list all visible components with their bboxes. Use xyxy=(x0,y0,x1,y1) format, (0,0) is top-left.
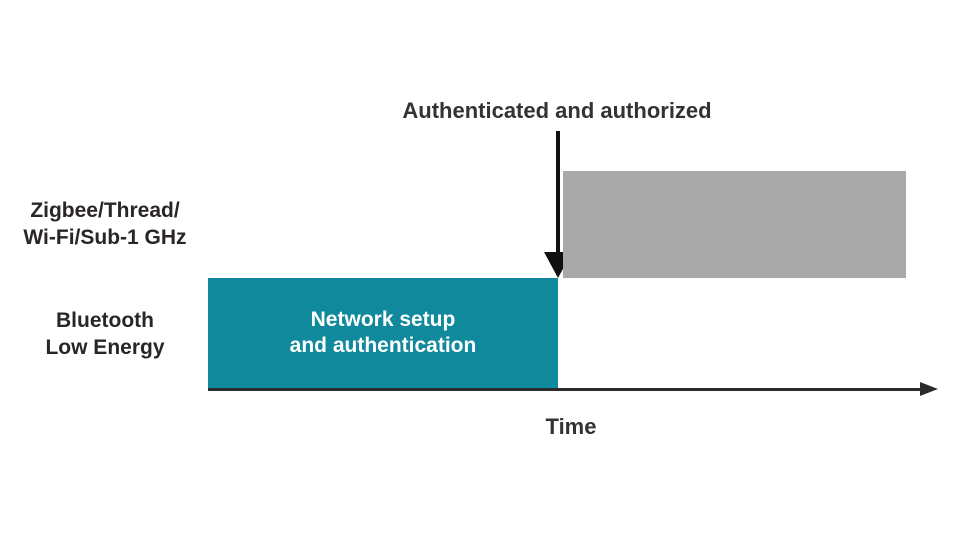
bar-ble-label-line2: and authentication xyxy=(289,334,477,357)
bar-ble-label: Network setup and authentication xyxy=(290,307,477,359)
row-label-ble-line2: Low Energy xyxy=(45,336,165,359)
bar-zigbee-thread-wifi xyxy=(563,171,906,278)
annotation-authenticated-authorized: Authenticated and authorized xyxy=(402,98,712,123)
row-label-ble-line1: Bluetooth xyxy=(56,309,154,332)
right-arrow-icon xyxy=(920,382,938,396)
axis-label-time: Time xyxy=(545,414,597,439)
time-axis-line xyxy=(208,388,922,391)
row-label-zigbee-line1: Zigbee/Thread/ xyxy=(30,199,180,222)
row-label-zigbee-line2: Wi-Fi/Sub-1 GHz xyxy=(23,226,187,249)
down-arrow-line xyxy=(556,131,560,253)
row-label-bluetooth-low-energy: Bluetooth Low Energy xyxy=(15,307,195,361)
bar-ble-network-setup: Network setup and authentication xyxy=(208,278,558,388)
bar-ble-label-line1: Network setup xyxy=(310,308,456,331)
row-label-zigbee-thread-wifi: Zigbee/Thread/ Wi-Fi/Sub-1 GHz xyxy=(15,197,195,251)
